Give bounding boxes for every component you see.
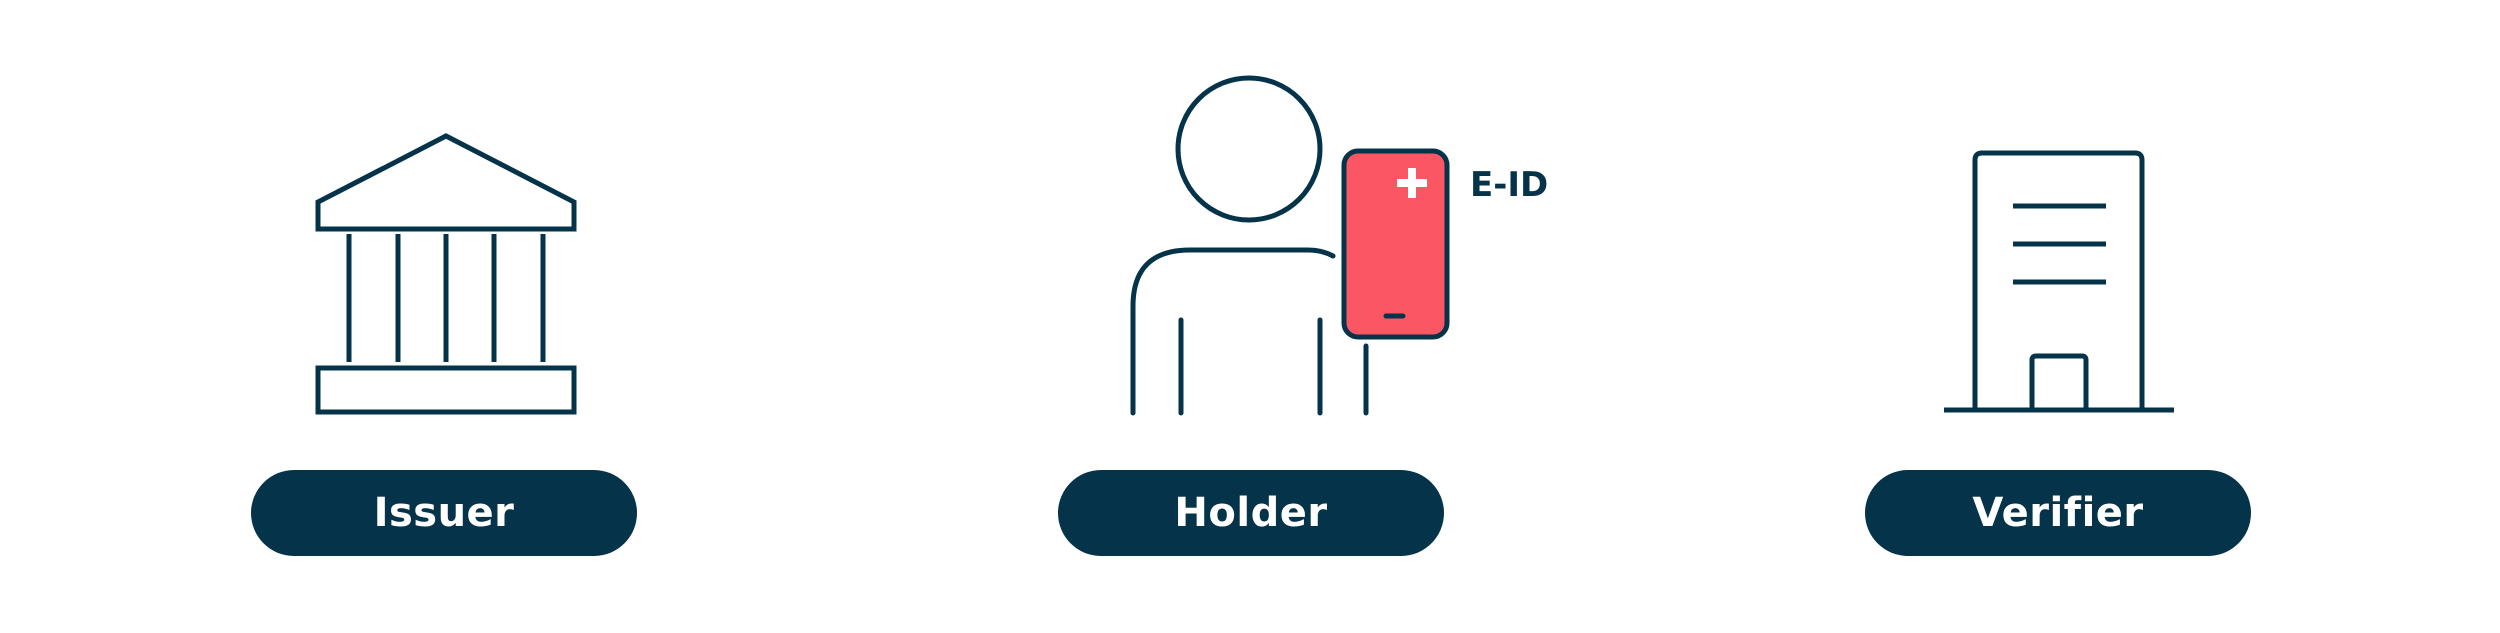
smartphone-icon [1341,148,1450,340]
office-building-icon [1944,150,2174,413]
holder-label-pill: Holder [1058,470,1444,556]
bank-building-icon [315,133,577,415]
issuer-label: Issuer [373,490,515,536]
e-id-label: E-ID [1470,165,1549,205]
verifier-label: Verifier [1972,490,2144,536]
person-icon [1130,75,1369,416]
swiss-cross-icon [1397,168,1427,198]
holder-label: Holder [1174,490,1328,536]
issuer-label-pill: Issuer [251,470,637,556]
verifier-label-pill: Verifier [1865,470,2251,556]
